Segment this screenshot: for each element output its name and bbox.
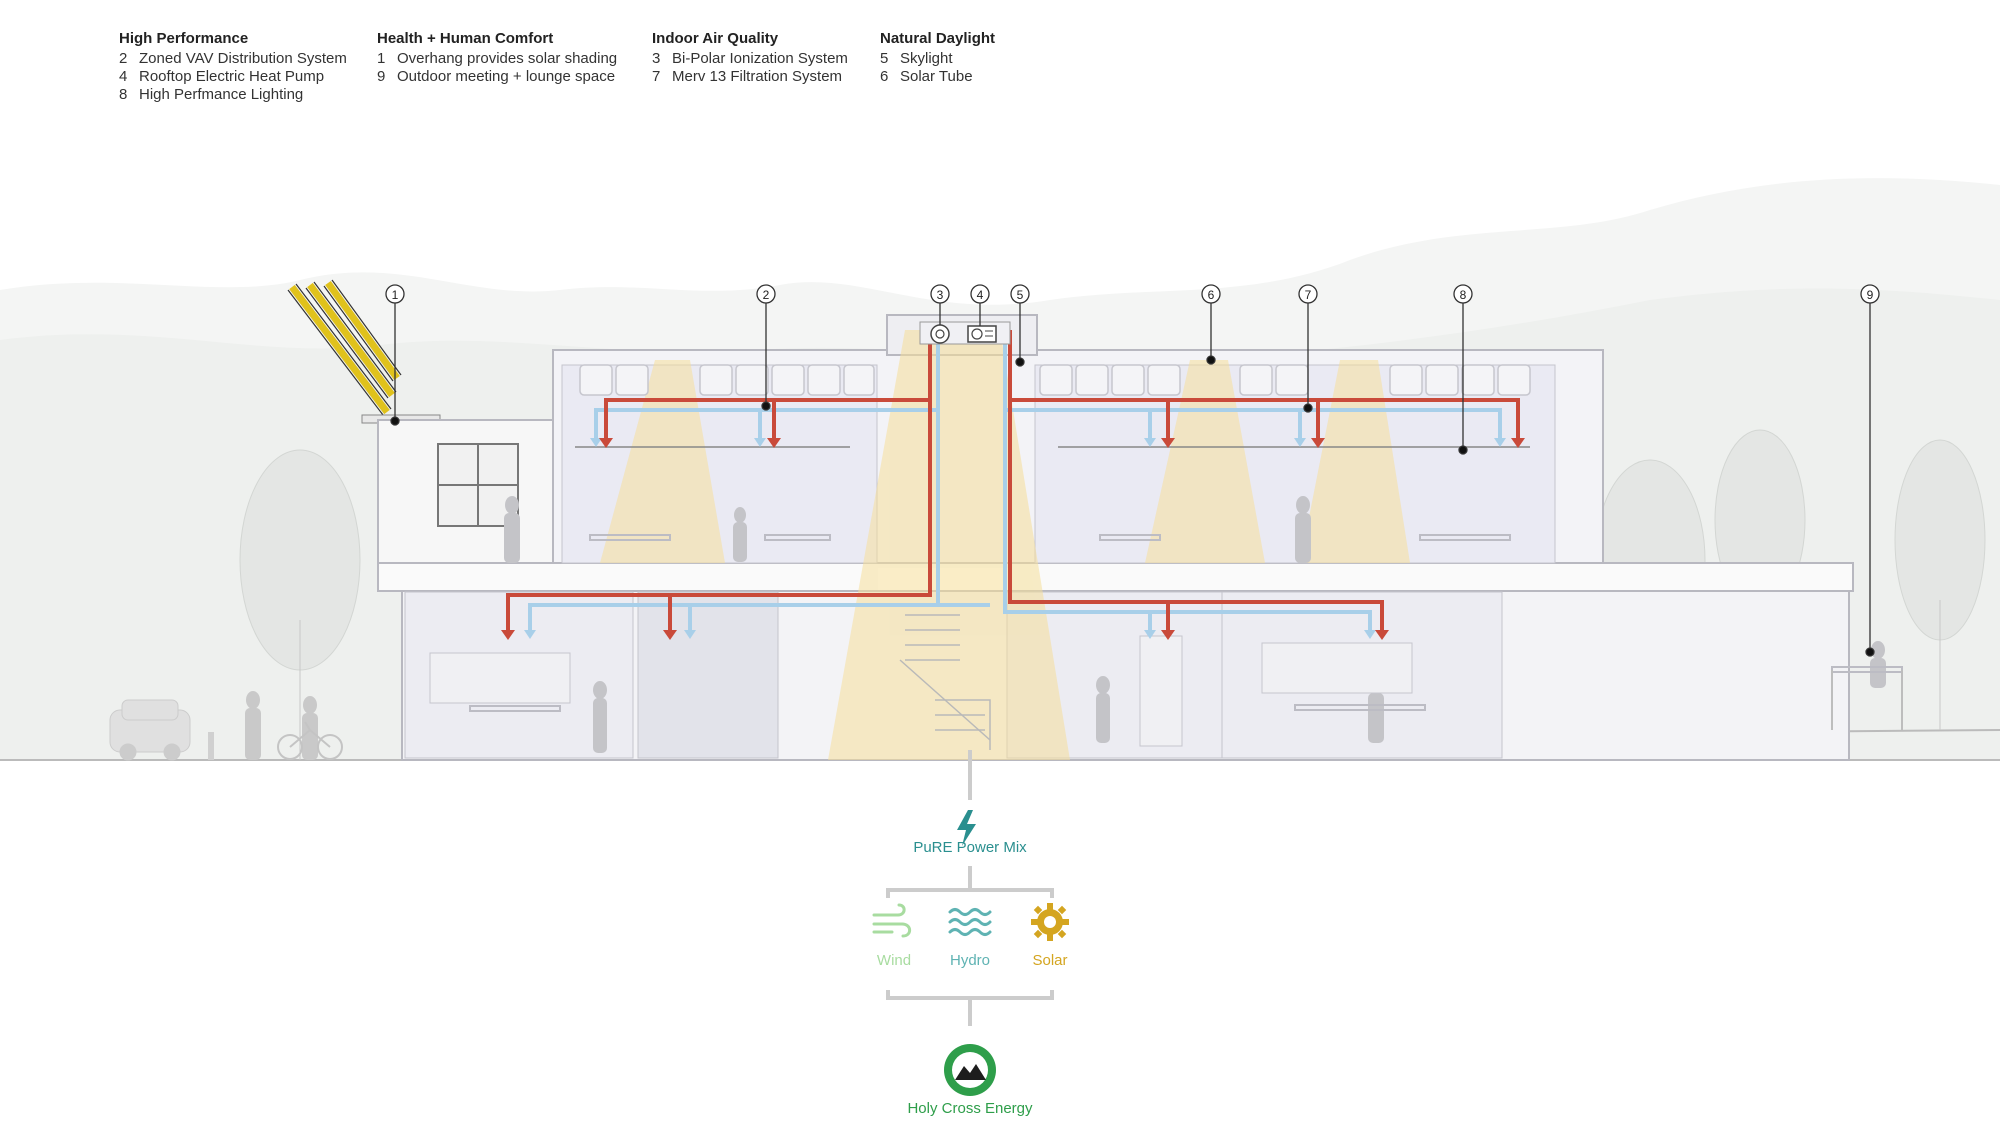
legend-heading: High Performance	[119, 30, 249, 47]
return-air-ducts	[528, 340, 1502, 632]
legend-heading: Indoor Air Quality	[652, 30, 779, 47]
whiteboards	[429, 635, 1413, 747]
waves-icon	[948, 908, 992, 936]
callout-2: 2	[756, 284, 776, 304]
bollard	[208, 732, 214, 760]
louver-strips-outline	[287, 279, 402, 416]
lightning-icon	[957, 810, 976, 846]
callout-number: 2	[763, 288, 770, 302]
energy-branch-bottom	[886, 990, 1054, 1026]
ionization-unit-icon	[930, 324, 950, 344]
callout-number: 6	[1208, 288, 1215, 302]
callout-8: 8	[1453, 284, 1473, 304]
callout-number: 8	[1460, 288, 1467, 302]
supply-air-ducts	[506, 330, 1520, 632]
callout-number: 7	[1305, 288, 1312, 302]
energy-branch-top	[886, 866, 1054, 898]
car	[109, 699, 191, 761]
callout-number: 1	[392, 288, 399, 302]
louver-strips	[289, 280, 400, 415]
callout-number: 3	[937, 288, 944, 302]
lower-room-2	[637, 591, 779, 759]
heat-pump-icon	[967, 325, 997, 343]
sun-gear-icon	[1031, 903, 1069, 941]
callout-6: 6	[1201, 284, 1221, 304]
provider-label: Holy Cross Energy	[907, 1100, 1033, 1117]
callout-4: 4	[970, 284, 990, 304]
holy-cross-logo	[944, 1044, 996, 1096]
legend-heading: Health + Human Comfort	[377, 30, 554, 47]
supply-arrowheads	[501, 438, 1525, 640]
source-label-hydro: Hydro	[950, 952, 990, 969]
ceiling-coffers	[579, 364, 1531, 396]
legend-heading: Natural Daylight	[880, 30, 996, 47]
callout-1: 1	[385, 284, 405, 304]
desks	[469, 534, 1903, 712]
callout-3: 3	[930, 284, 950, 304]
source-label-wind: Wind	[877, 952, 911, 969]
mix-label: PuRE Power Mix	[913, 839, 1027, 856]
outdoor-table	[1831, 670, 1903, 730]
stair	[899, 614, 991, 750]
callout-markers: 1 2 3 4 5 6 7 8 9	[385, 284, 1880, 304]
callout-number: 5	[1017, 288, 1024, 302]
wind-icon	[872, 903, 912, 938]
callout-9: 9	[1860, 284, 1880, 304]
callout-number: 9	[1867, 288, 1874, 302]
callout-5: 5	[1010, 284, 1030, 304]
callout-leaders	[390, 303, 1875, 657]
return-arrowheads	[524, 438, 1506, 639]
source-label-solar: Solar	[1032, 952, 1067, 969]
callout-7: 7	[1298, 284, 1318, 304]
callout-number: 4	[977, 288, 984, 302]
